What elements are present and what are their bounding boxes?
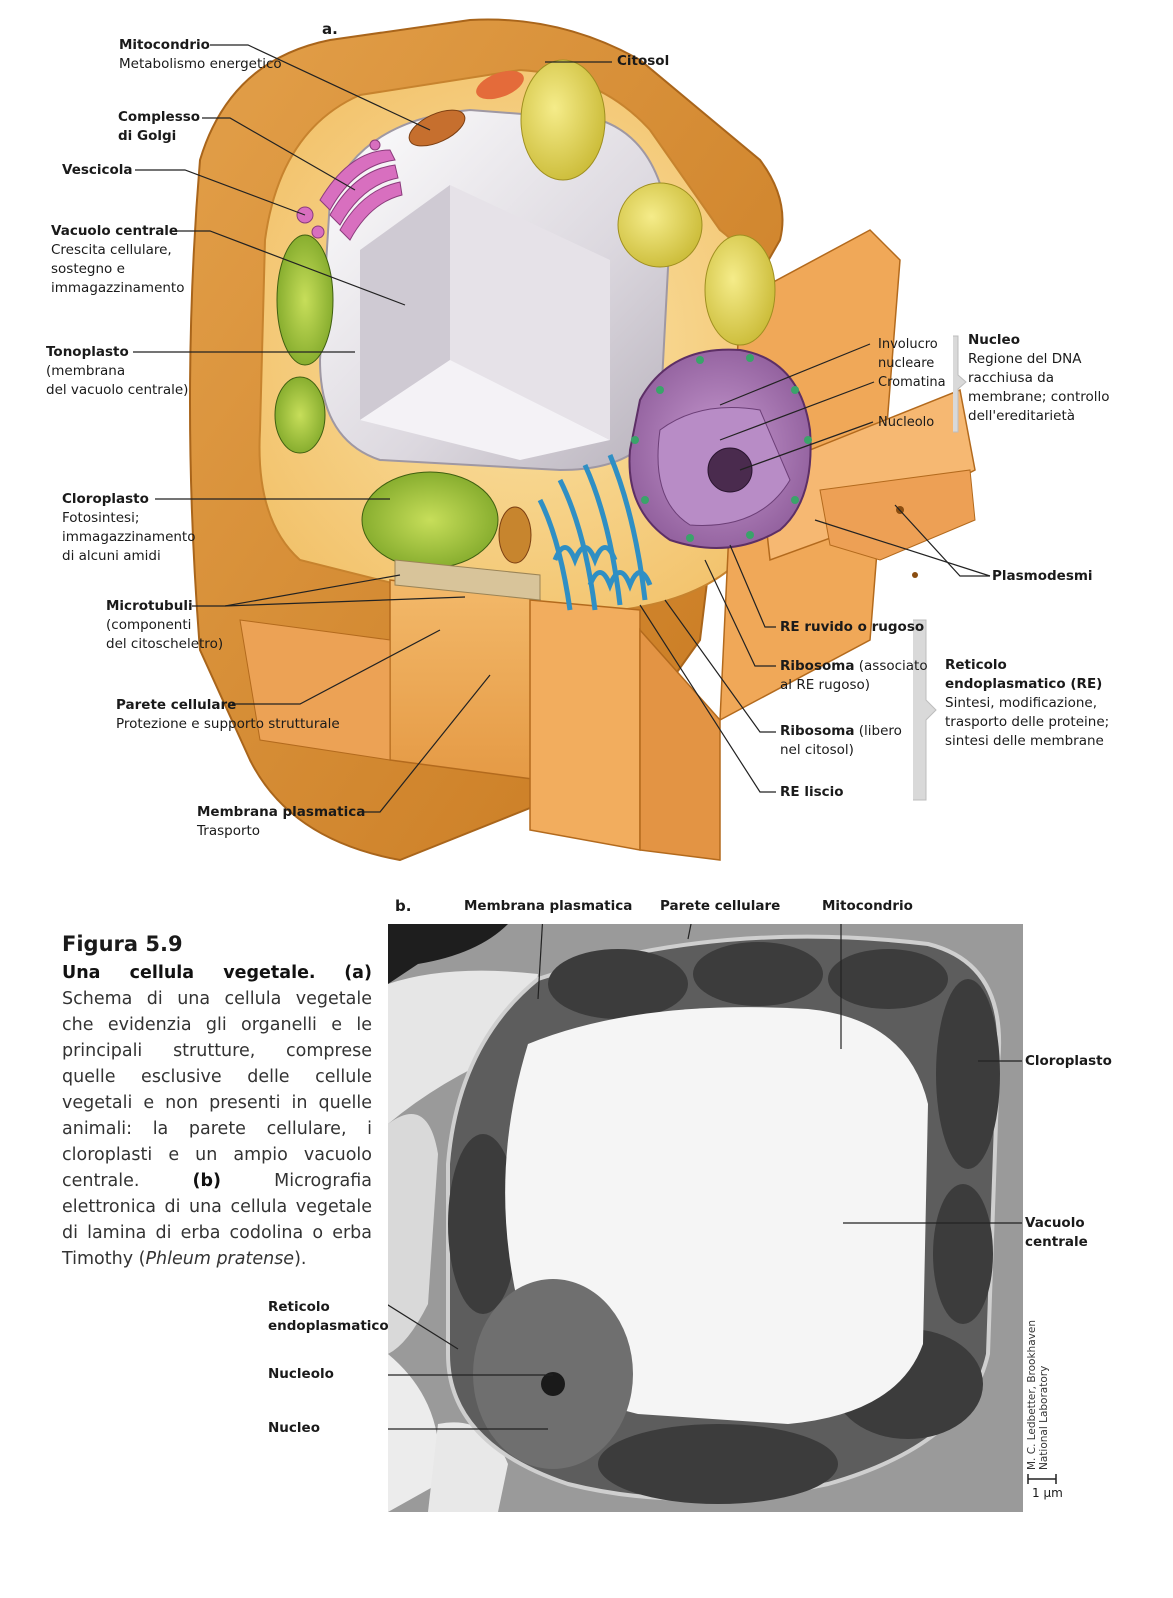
caption-a-text: Schema di una cellula vegetale che evide… (62, 989, 372, 1191)
label-vacuolo-sub1: Crescita cellulare, (51, 242, 172, 258)
label-reticolo-sub1: Sintesi, modificazione, (945, 695, 1098, 711)
b-label-mitocondrio: Mitocondrio (822, 898, 913, 914)
label-cloroplasto-sub1: Fotosintesi; (62, 510, 140, 526)
label-citosol: Citosol (617, 52, 669, 71)
label-ribosoma-ass-title: Ribosoma (780, 658, 855, 674)
b-label-nucleo: Nucleo (268, 1420, 320, 1436)
label-reticolo-endoplasmatico: Reticolo endoplasmatico (RE) Sintesi, mo… (945, 656, 1109, 751)
label-membrana-sub: Trasporto (197, 823, 261, 839)
caption-end: ). (294, 1249, 307, 1269)
label-membrana-plasmatica: Membrana plasmatica Trasporto (197, 803, 365, 841)
caption-b-text: Micrografia elettronica di una cellula v… (62, 1171, 372, 1269)
b-label-vacuolo: Vacuolo centrale (1025, 1214, 1088, 1252)
label-nucleolo-title: Nucleolo (878, 415, 935, 430)
photo-credit-line2: National Laboratory (1038, 1365, 1050, 1470)
label-vescicola: Vescicola (62, 161, 133, 180)
label-tonoplasto-sub1: (membrana (46, 363, 126, 379)
label-nucleo-sub2: racchiusa da (968, 370, 1054, 386)
b-label-cloroplasto: Cloroplasto (1025, 1053, 1112, 1069)
label-reticolo-sub2: trasporto delle proteine; (945, 714, 1110, 730)
plant-cell-illustration (133, 18, 991, 862)
b-label-reticolo-line2: endoplasmatico (268, 1318, 389, 1334)
b-label-reticolo-line1: Reticolo (268, 1299, 330, 1315)
label-re-ruvido: RE ruvido o rugoso (780, 618, 924, 637)
figure-number: Figura 5.9 (62, 932, 183, 956)
photo-credit: M. C. Ledbetter, Brookhaven National Lab… (1026, 1320, 1050, 1470)
panel-b-letter: b. (395, 897, 412, 915)
label-plasmodesmi-title: Plasmodesmi (992, 568, 1093, 584)
label-membrana-title: Membrana plasmatica (197, 804, 366, 820)
label-microtubuli-sub1: (componenti (106, 617, 192, 633)
label-vacuolo-sub2: sostegno e (51, 261, 125, 277)
label-vacuolo-sub3: immagazzinamento (51, 280, 185, 296)
label-microtubuli-title: Microtubuli (106, 598, 193, 614)
label-involucro-nucleare: Involucro nucleare (878, 335, 938, 373)
label-vacuolo-title: Vacuolo centrale (51, 223, 179, 239)
b-label-reticolo: Reticolo endoplasmatico (268, 1298, 389, 1336)
label-citosol-title: Citosol (617, 53, 670, 69)
label-vescicola-title: Vescicola (62, 162, 133, 178)
b-label-nucleolo: Nucleolo (268, 1366, 334, 1382)
label-reticolo-title2: endoplasmatico (RE) (945, 676, 1103, 692)
label-golgi: Complesso di Golgi (118, 108, 200, 146)
label-re-liscio-title: RE liscio (780, 784, 844, 800)
b-label-membrana: Membrana plasmatica (464, 898, 633, 914)
label-re-ruvido-title: RE ruvido o rugoso (780, 619, 925, 635)
b-label-parete: Parete cellulare (660, 898, 781, 914)
scale-bar-label: 1 µm (1032, 1486, 1063, 1500)
label-nucleo: Nucleo Regione del DNA racchiusa da memb… (968, 331, 1110, 426)
electron-micrograph (388, 924, 1023, 1512)
label-mitocondrio: Mitocondrio Metabolismo energetico (119, 36, 282, 74)
label-ribosoma-lib-title: Ribosoma (780, 723, 855, 739)
caption-b-tag: (b) (192, 1171, 222, 1191)
label-ribosoma-lib-sub: nel citosol) (780, 742, 854, 758)
label-re-liscio: RE liscio (780, 783, 844, 802)
label-ribosoma-lib-rest: (libero (858, 723, 902, 739)
caption-a-tag: (a) (344, 963, 372, 983)
caption-text: Una cellula vegetale. (a) Schema di una … (62, 960, 372, 1272)
label-reticolo-title1: Reticolo (945, 657, 1007, 673)
label-ribosoma-associato: Ribosoma (associato al RE rugoso) (780, 657, 928, 695)
label-nucleo-sub4: dell'ereditarietà (968, 408, 1076, 424)
label-nucleo-sub3: membrane; controllo (968, 389, 1110, 405)
label-ribosoma-ass-sub: al RE rugoso) (780, 677, 871, 693)
caption-lead: Una cellula vegetale. (62, 963, 316, 983)
scale-bar (1027, 1474, 1057, 1484)
label-parete-cellulare: Parete cellulare Protezione e supporto s… (116, 696, 340, 734)
label-golgi-title1: Complesso (118, 109, 201, 125)
label-ribosoma-ass-rest: (associato (858, 658, 928, 674)
label-microtubuli: Microtubuli (componenti del citoscheletr… (106, 597, 223, 654)
label-cromatina-title: Cromatina (878, 375, 946, 390)
caption-species: Phleum pratense (145, 1249, 295, 1269)
panel-a-letter: a. (322, 20, 338, 38)
label-vacuolo-centrale: Vacuolo centrale Crescita cellulare, sos… (51, 222, 184, 298)
label-microtubuli-sub2: del citoscheletro) (106, 636, 224, 652)
label-cloroplasto-sub3: di alcuni amidi (62, 548, 161, 564)
label-involucro-line2: nucleare (878, 356, 935, 371)
label-nucleo-sub1: Regione del DNA (968, 351, 1082, 367)
label-mitocondrio-title: Mitocondrio (119, 37, 210, 53)
label-golgi-title2: di Golgi (118, 128, 177, 144)
label-nucleolo: Nucleolo (878, 413, 934, 432)
label-mitocondrio-sub: Metabolismo energetico (119, 56, 282, 72)
label-tonoplasto-sub2: del vacuolo centrale) (46, 382, 189, 398)
label-reticolo-sub3: sintesi delle membrane (945, 733, 1104, 749)
b-label-vacuolo-line2: centrale (1025, 1234, 1088, 1250)
label-tonoplasto: Tonoplasto (membrana del vacuolo central… (46, 343, 188, 400)
figure-caption: Figura 5.9 Una cellula vegetale. (a) Sch… (62, 932, 372, 1272)
label-cloroplasto-title: Cloroplasto (62, 491, 149, 507)
label-nucleo-title: Nucleo (968, 332, 1020, 348)
label-parete-title: Parete cellulare (116, 697, 237, 713)
label-involucro-line1: Involucro (878, 337, 938, 352)
label-cromatina: Cromatina (878, 373, 946, 392)
label-cloroplasto-sub2: immagazzinamento (62, 529, 196, 545)
label-cloroplasto: Cloroplasto Fotosintesi; immagazzinament… (62, 490, 195, 566)
label-ribosoma-libero: Ribosoma (libero nel citosol) (780, 722, 902, 760)
photo-credit-line1: M. C. Ledbetter, Brookhaven (1026, 1320, 1038, 1470)
label-parete-sub: Protezione e supporto strutturale (116, 716, 340, 732)
label-plasmodesmi: Plasmodesmi (992, 567, 1093, 586)
label-tonoplasto-title: Tonoplasto (46, 344, 129, 360)
b-label-vacuolo-line1: Vacuolo (1025, 1215, 1085, 1231)
